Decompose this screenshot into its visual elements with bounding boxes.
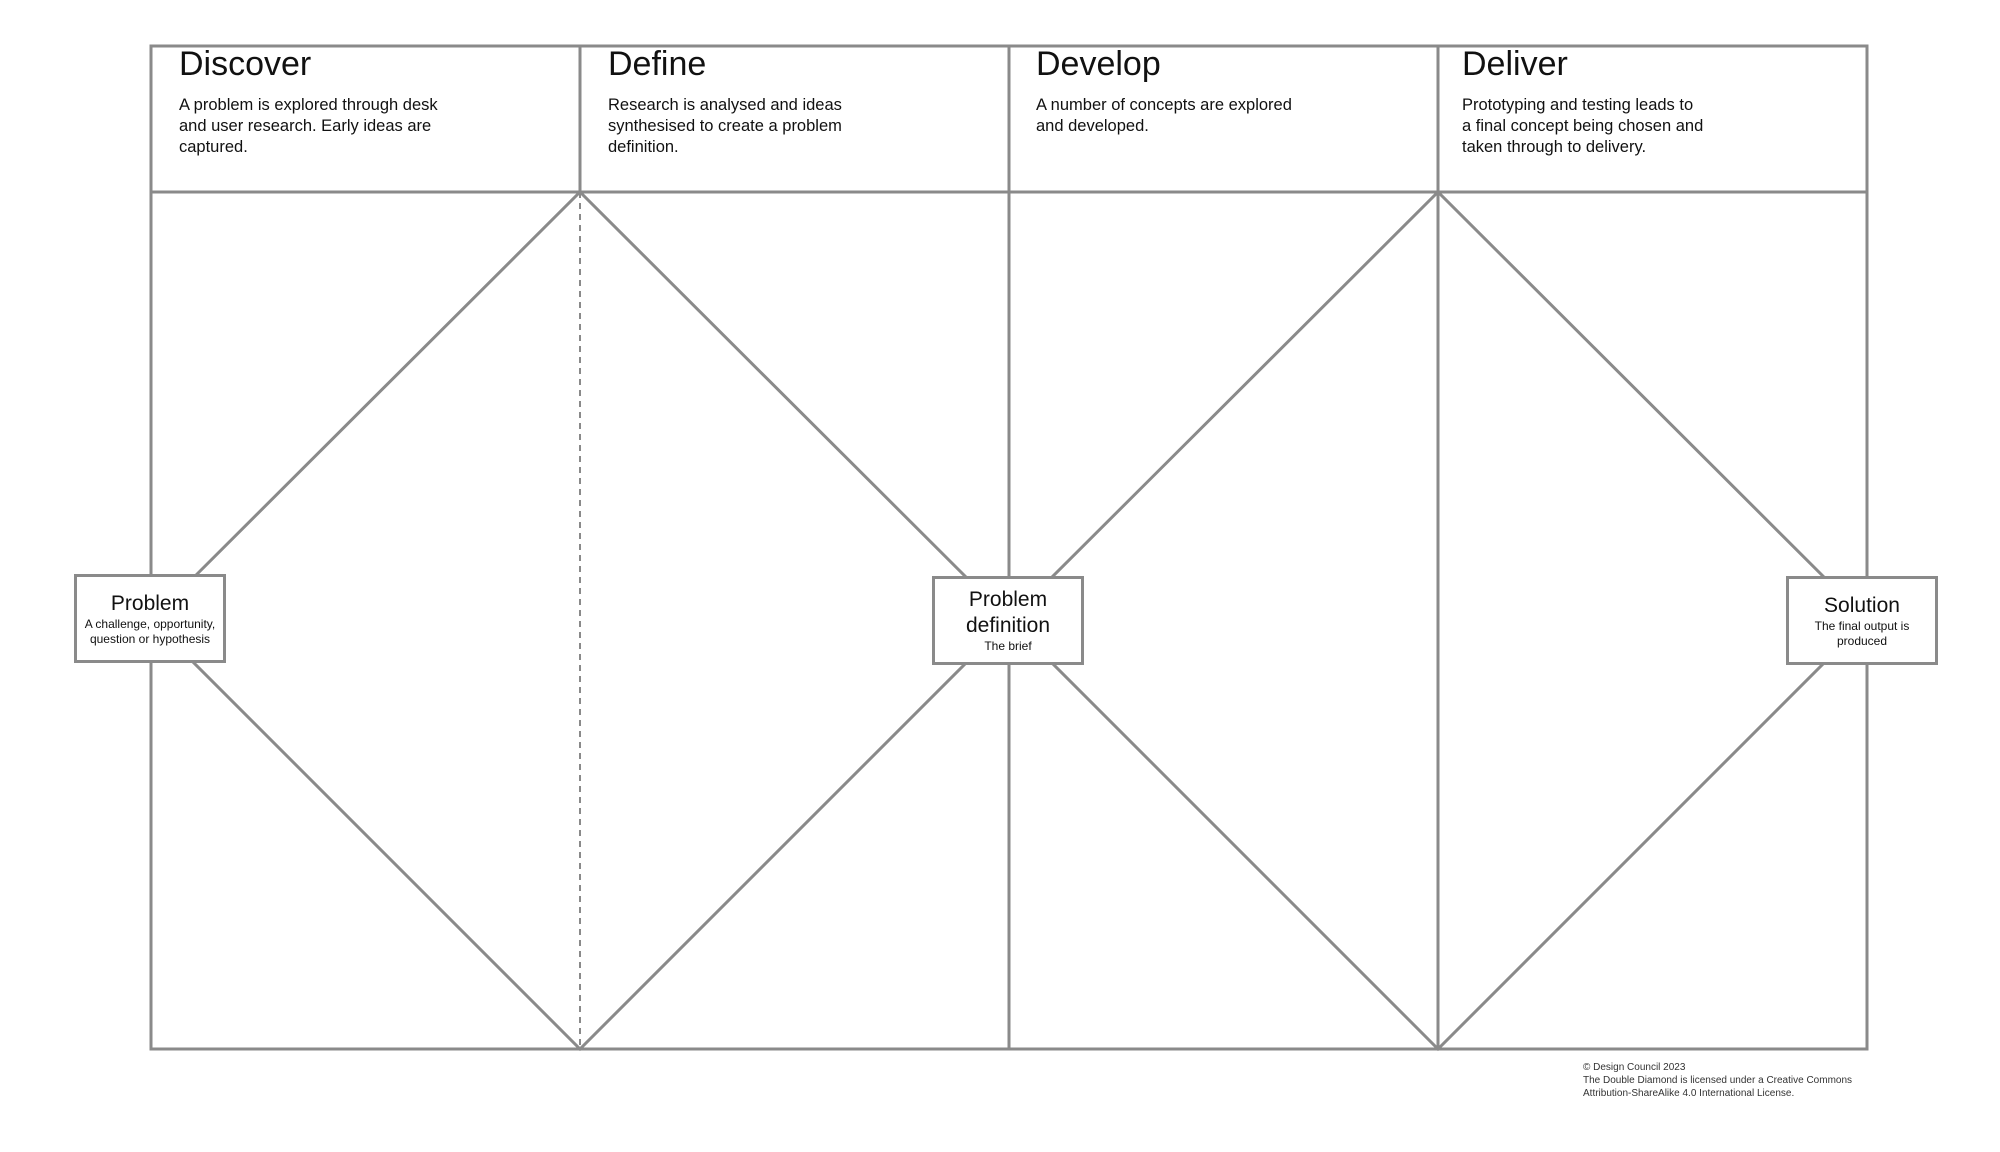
phase-description: A number of concepts are explored and de… <box>1036 96 1292 136</box>
phase-description: A problem is explored through desk and u… <box>179 96 438 157</box>
node-subtitle: A challenge, opportunity, question or hy… <box>84 616 216 646</box>
phase-description: Research is analysed and ideas synthesis… <box>608 96 842 157</box>
phase-deliver: Deliver Prototyping and testing leads to… <box>1462 45 1862 158</box>
problem-node: Problem A challenge, opportunity, questi… <box>74 574 226 663</box>
license-text: The Double Diamond is licensed under a C… <box>1583 1075 1853 1086</box>
solution-node: Solution The final output is produced <box>1786 576 1938 665</box>
problem-definition-node: Problem definition The brief <box>932 576 1084 665</box>
node-subtitle: The final output is produced <box>1814 618 1910 648</box>
node-title: Solution <box>1824 593 1900 617</box>
node-title: Problem <box>110 591 190 615</box>
copyright-text: © Design Council 2023 <box>1583 1062 1686 1073</box>
phase-title: Develop <box>1036 45 1161 83</box>
phase-description: Prototyping and testing leads to a final… <box>1462 96 1704 157</box>
license-footer: © Design Council 2023 The Double Diamond… <box>1583 1061 1903 1100</box>
phase-develop: Develop A number of concepts are explore… <box>1036 45 1436 137</box>
phase-discover: Discover A problem is explored through d… <box>179 45 579 158</box>
license-name-text: Attribution-ShareAlike 4.0 International… <box>1583 1088 1795 1099</box>
phase-title: Define <box>608 45 707 83</box>
phase-title: Deliver <box>1462 45 1568 83</box>
node-subtitle: The brief <box>984 639 1032 653</box>
phase-title: Discover <box>179 45 312 83</box>
phase-define: Define Research is analysed and ideas sy… <box>608 45 1008 158</box>
node-title: Problem definition <box>965 588 1051 637</box>
